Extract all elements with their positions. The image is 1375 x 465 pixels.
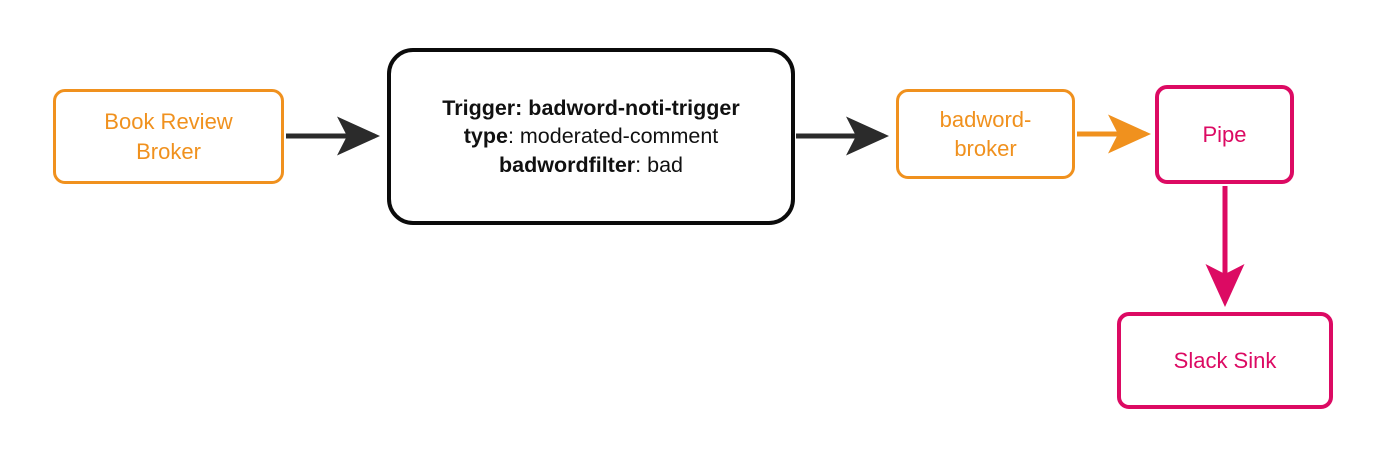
- trigger-line-1: Trigger: badword-noti-trigger: [397, 94, 785, 122]
- node-label-line: Broker: [136, 138, 201, 164]
- trigger-line-3-value: : bad: [635, 152, 683, 177]
- node-pipe-label: Pipe: [1202, 121, 1247, 147]
- trigger-line-1-key: Trigger: badword-noti-trigger: [442, 95, 740, 120]
- node-label-line: badword-: [939, 106, 1032, 132]
- node-label-line: broker: [954, 136, 1017, 161]
- trigger-line-2: type: moderated-comment: [397, 122, 785, 150]
- node-pipe[interactable]: Pipe: [1155, 85, 1294, 184]
- node-badword-noti-trigger[interactable]: Trigger: badword-noti-trigger type: mode…: [387, 48, 795, 225]
- node-badword-broker-label: badword- broker: [899, 105, 1072, 163]
- node-label-line: Book Review: [104, 109, 233, 135]
- trigger-line-2-value: : moderated-comment: [507, 124, 719, 149]
- node-badword-broker[interactable]: badword- broker: [896, 89, 1075, 179]
- trigger-line-3-key: badwordfilter: [499, 152, 636, 177]
- trigger-line-2-key: type: [463, 124, 508, 149]
- node-book-review-broker-label: Book Review Broker: [56, 107, 281, 165]
- node-book-review-broker[interactable]: Book Review Broker: [53, 89, 284, 184]
- node-slack-sink[interactable]: Slack Sink: [1117, 312, 1333, 409]
- trigger-line-3: badwordfilter: bad: [397, 151, 785, 179]
- node-badword-noti-trigger-label: Trigger: badword-noti-trigger type: mode…: [391, 94, 791, 179]
- node-slack-sink-label: Slack Sink: [1173, 347, 1277, 373]
